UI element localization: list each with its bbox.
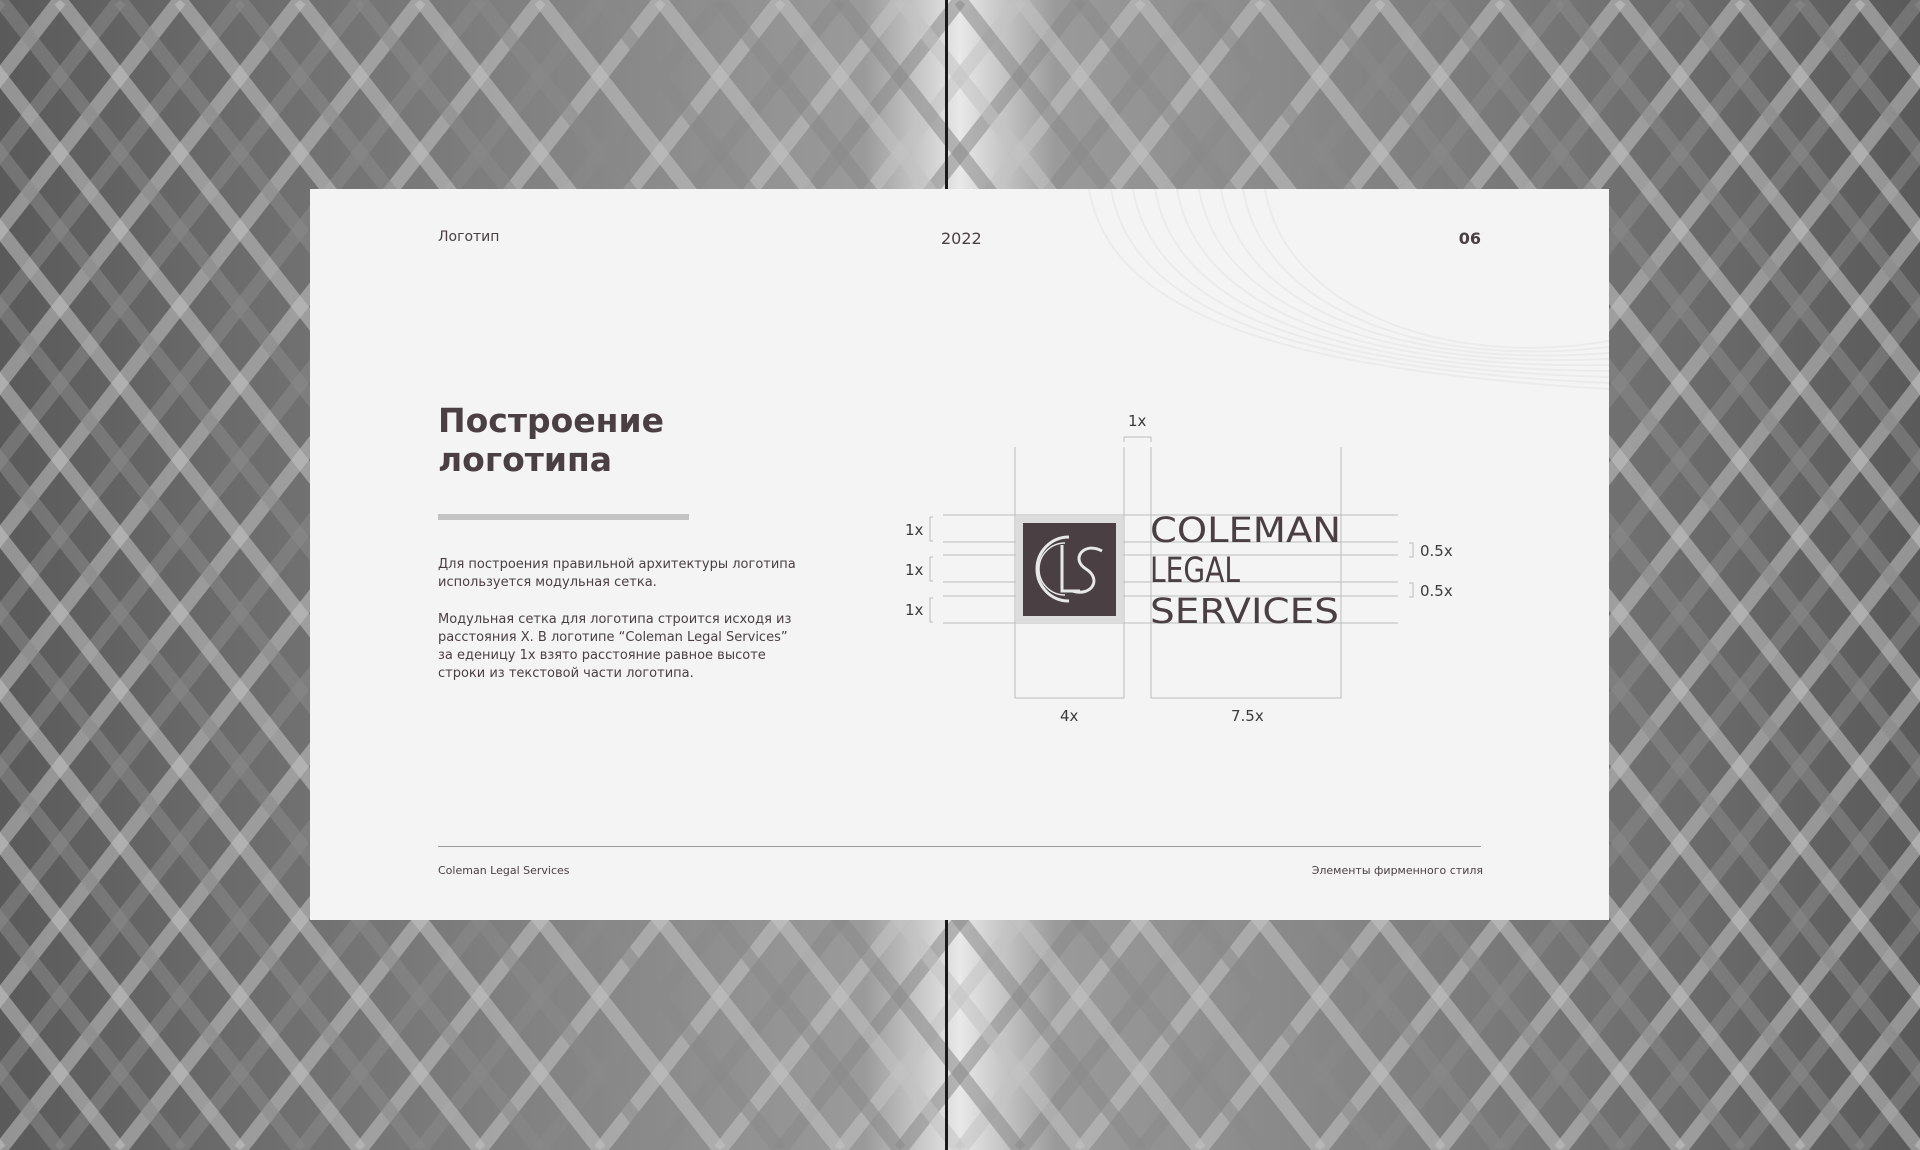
label-top-gap: 1x [1128,412,1147,430]
year-label: 2022 [941,229,982,248]
footer-company: Coleman Legal Services [438,864,570,877]
grid-labels: 1x 1x 1x 1x 0.5x 0.5x 4x 7.5x [905,412,1453,725]
page-number: 06 [1458,229,1481,248]
logo-wordmark: COLEMAN LEGAL SERVICES [1150,511,1341,632]
label-row-1: 1x [905,521,924,539]
label-row-3: 1x [905,601,924,619]
footer-section: Элементы фирменного стиля [1311,864,1483,877]
label-gap-2: 0.5x [1420,582,1453,600]
logo-line-2: LEGAL [1150,551,1240,591]
label-icon-width: 4x [1060,707,1079,725]
page-title-line2: логотипа [438,440,613,479]
section-label: Логотип [438,229,500,245]
footer-divider [438,846,1481,847]
decorative-arcs [1088,189,1609,390]
label-row-2: 1x [905,561,924,579]
page-title: Построение логотипа [438,401,758,479]
description-paragraph-1: Для построения правильной архитектуры ло… [438,557,796,590]
label-text-width: 7.5x [1231,707,1264,725]
logo-construction-grid: COLEMAN LEGAL SERVICES 1x 1x 1x 1x 0.5x … [905,412,1453,725]
title-underline [438,514,689,520]
brand-guide-slide: Логотип 2022 06 Построение логотипа Для … [310,189,1609,920]
page-title-line1: Построение [438,401,664,440]
logo-line-3: SERVICES [1150,592,1339,632]
logo-mark-icon [1023,523,1116,616]
label-gap-1: 0.5x [1420,542,1453,560]
logo-line-1: COLEMAN [1150,511,1341,551]
description-paragraph-2: Модульная сетка для логотипа строится ис… [438,612,792,681]
